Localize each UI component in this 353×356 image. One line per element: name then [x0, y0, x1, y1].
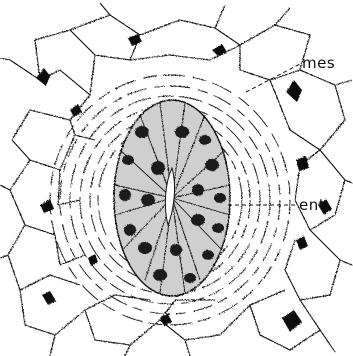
label-ent: ent: [299, 198, 325, 213]
label-mes: mes: [302, 56, 335, 71]
